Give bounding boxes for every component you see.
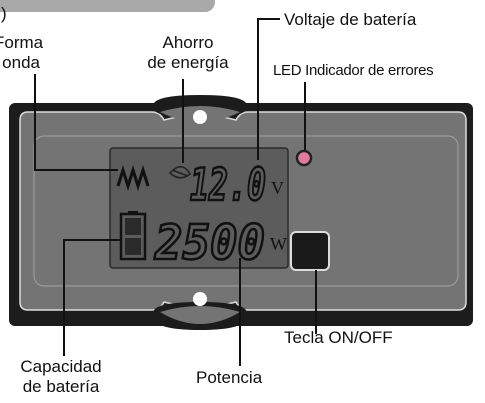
lcd-screen (109, 147, 289, 269)
leaf-icon (168, 165, 192, 179)
label-onoff-key: Tecla ON/OFF (284, 328, 393, 347)
voltage-unit: V (271, 178, 284, 198)
header-tab (0, 0, 215, 12)
power-readout: 2500 (154, 215, 265, 271)
label-waveform: Forma e onda (0, 33, 43, 73)
battery-icon (119, 211, 147, 261)
label-battery-voltage: Voltaje de batería (284, 10, 417, 29)
label-waveform-line1: Forma (0, 33, 44, 52)
voltage-readout: 12.0 (190, 160, 266, 211)
label-battery-capacity-line2: de batería (22, 377, 100, 396)
top-notch (154, 95, 246, 118)
led-icon (295, 149, 313, 167)
label-battery-capacity: Capacidad de batería (0, 357, 122, 397)
screw-hole-icon (193, 292, 207, 306)
label-error-led: LED Indicador de errores (273, 62, 434, 79)
label-waveform-line2: e onda (0, 53, 40, 72)
label-eco: Ahorro de energía (128, 33, 248, 73)
header-fragment: ) (1, 4, 7, 23)
screw-hole-icon (193, 110, 207, 124)
label-eco-line1: Ahorro (162, 33, 214, 52)
waveform-icon (116, 164, 150, 192)
label-power: Potencia (196, 368, 263, 387)
device-frame (9, 103, 473, 326)
label-eco-line2: de energía (147, 53, 229, 72)
device-panel (19, 111, 467, 311)
bottom-notch (154, 302, 246, 330)
label-battery-capacity-line1: Capacidad (20, 357, 102, 376)
power-unit: W (270, 234, 287, 254)
power-key-icon (290, 231, 330, 271)
